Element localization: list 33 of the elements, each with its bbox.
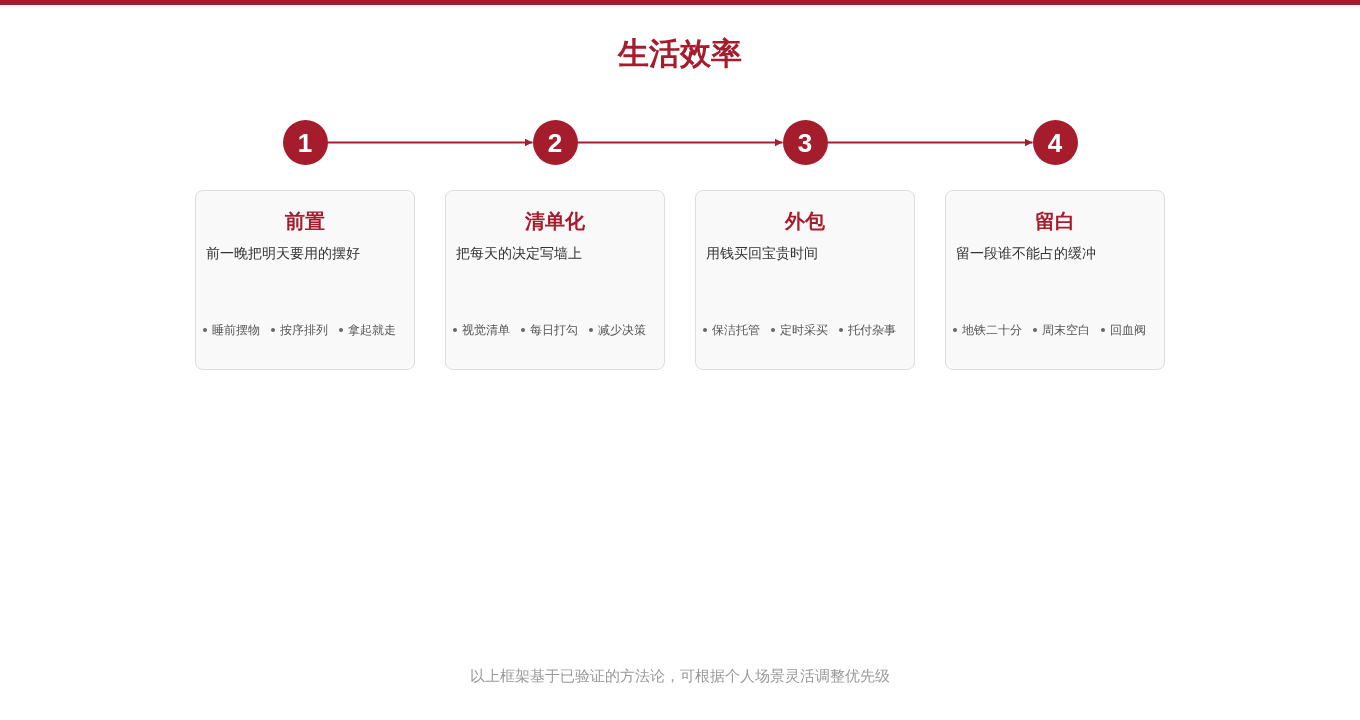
step-number: 2 [547,129,563,156]
card-heading: 清单化 [525,209,585,234]
step-number: 1 [297,129,313,156]
step-number: 3 [797,129,813,156]
title: 生活效率 [618,35,742,73]
bullet-text: 定时采买 [780,322,828,339]
bullet-text: 托付杂事 [848,322,896,339]
bullet-text: 减少决策 [598,322,646,339]
step-card [445,190,665,370]
bullet-text: 视觉清单 [462,322,510,339]
footnote: 以上框架基于已验证的方法论，可根据个人场景灵活调整优先级 [470,666,890,686]
bullet-text: 睡前摆物 [212,322,260,339]
card-heading: 留白 [1035,209,1075,234]
step-card [945,190,1165,370]
card-description: 留一段谁不能占的缓冲 [956,245,1096,261]
arrow [826,138,1034,147]
card-description: 前一晚把明天要用的摆好 [206,245,360,261]
bullet-text: 地铁二十分 [962,322,1022,339]
bullet-text: 拿起就走 [348,322,396,339]
arrow [576,138,784,147]
bullet-text: 每日打勾 [530,322,578,339]
card-heading: 前置 [285,209,325,234]
step-card [195,190,415,370]
step-number: 4 [1047,129,1063,156]
arrow [326,138,534,147]
step-card [695,190,915,370]
bullet-text: 回血阀 [1110,322,1146,339]
card-description: 用钱买回宝贵时间 [706,245,818,261]
card-heading: 外包 [785,209,825,234]
bullet-text: 保洁托管 [712,322,760,339]
card-description: 把每天的决定写墙上 [456,245,582,261]
bullet-text: 按序排列 [280,322,328,339]
bullet-text: 周末空白 [1042,322,1090,339]
